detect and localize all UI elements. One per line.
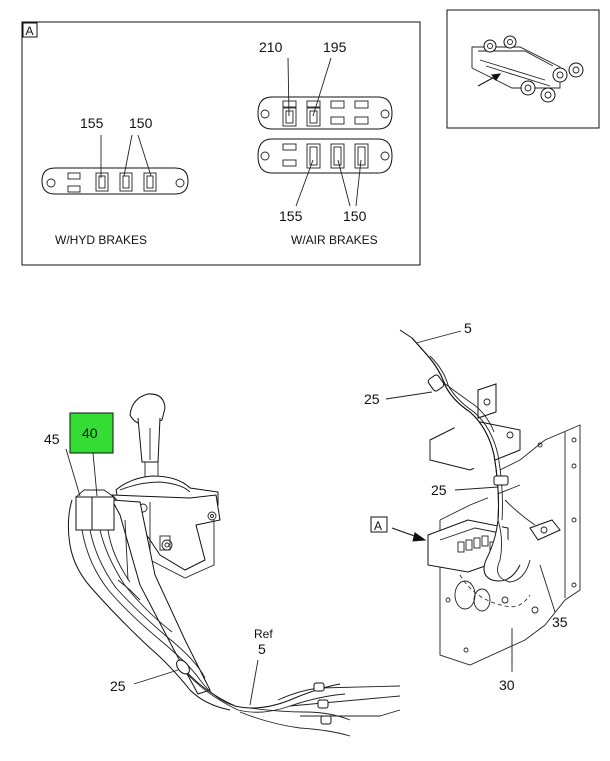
callout-30: 30 [499,677,515,693]
air-caption: W/AIR BRAKES [291,233,378,247]
inset-tag: A [26,24,34,38]
callout-45: 45 [44,431,60,447]
callout-25-upper: 25 [364,391,380,407]
callout-a-tag: A [374,519,382,533]
right-assembly [370,329,581,672]
callout-5-top: 5 [464,320,472,336]
inset-border [21,21,421,266]
hyd-relay-block [41,134,189,195]
inset-panel: A 155 150 W/HYD BRAKES [21,21,421,266]
air-relay-block-lower [257,138,393,207]
switch-connector-40 [91,496,115,531]
air-callout-195: 195 [323,39,347,55]
air-callout-155: 155 [279,208,303,224]
callout-5-ref: 5 [258,641,266,657]
callout-ref: Ref [254,627,273,641]
air-callout-210: 210 [259,39,283,55]
callout-25-lower: 25 [110,678,126,694]
hyd-caption: W/HYD BRAKES [55,233,147,247]
left-assembly [65,393,401,737]
inset-tag-box [22,22,38,38]
air-relay-block-upper [257,57,393,130]
callout-40-highlight[interactable] [69,412,114,454]
air-callout-150: 150 [343,208,367,224]
callout-40: 40 [82,425,98,441]
locator-thumbnail [446,9,600,129]
callout-35: 35 [552,614,568,630]
hyd-callout-155: 155 [80,115,104,131]
callout-25-mid: 25 [431,482,447,498]
hyd-callout-150: 150 [129,115,153,131]
